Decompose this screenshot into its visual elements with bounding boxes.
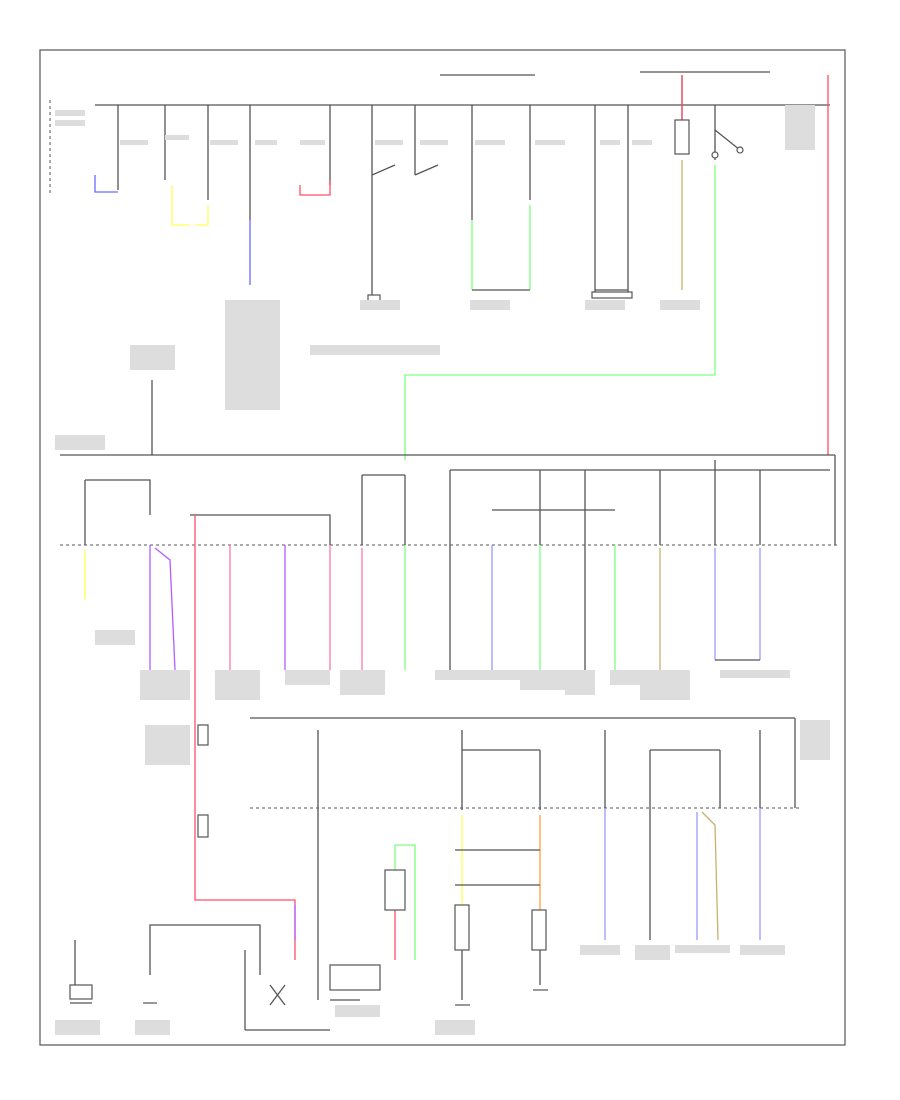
wire-yellow-1 bbox=[171, 185, 190, 226]
wire-green-low bbox=[394, 844, 416, 960]
ground-symbols bbox=[70, 989, 548, 1006]
wire-red-long bbox=[194, 515, 296, 960]
wire-green-long bbox=[404, 165, 716, 460]
diode-low bbox=[197, 814, 209, 838]
faint-label-blocks bbox=[55, 105, 830, 1035]
top-fuse-block bbox=[49, 75, 830, 295]
wire-yellow-2 bbox=[195, 205, 209, 226]
relay-low-left bbox=[197, 724, 209, 746]
wire-violet-2 bbox=[154, 547, 176, 671]
diagram-frame bbox=[39, 49, 846, 1046]
relay-top bbox=[674, 119, 690, 155]
wire-tan-low bbox=[701, 811, 719, 941]
wire-blue-left bbox=[94, 175, 118, 193]
wire-red-short bbox=[299, 180, 331, 196]
relay-low-a bbox=[454, 904, 470, 951]
lower-fuse-panel bbox=[250, 717, 800, 1000]
mid-fuse-panel bbox=[60, 454, 840, 546]
relay-low-b bbox=[531, 909, 547, 951]
relay-mid-low bbox=[384, 869, 406, 911]
